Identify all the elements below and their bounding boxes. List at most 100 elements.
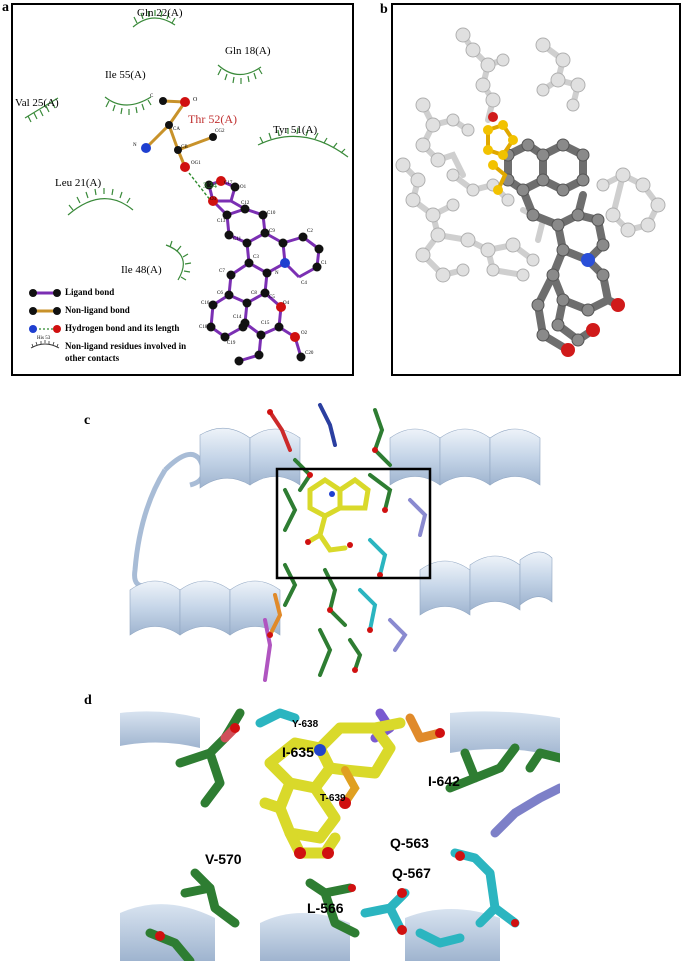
atom-label-o3: O3	[210, 197, 217, 202]
atom-label-c18: C18	[199, 325, 208, 330]
atom-label-thr-cb: CB	[181, 145, 188, 150]
ligand-n-atom	[280, 258, 290, 268]
residue-label-i635: I-635	[282, 744, 314, 760]
residue-sticks-d	[145, 708, 560, 961]
panel-a-ligplot: Gln 22(A) Gln 18(A) Ile 55(A) Val 25(A) …	[11, 3, 354, 376]
panel-b-3d-model	[391, 3, 681, 376]
panel-label-b: b	[380, 2, 388, 17]
residue-label-gln18: Gln 18(A)	[225, 45, 271, 57]
atom-label-o2: O2	[301, 331, 308, 336]
atom-label-c9: C9	[269, 229, 275, 234]
ligand-oxygen-1	[611, 298, 625, 312]
residue-label-i642: I-642	[428, 773, 460, 789]
top-helix-d	[120, 711, 560, 758]
ligand-atoms	[501, 138, 610, 347]
arc-tyr51	[257, 127, 349, 158]
ligand-o4-atom	[276, 302, 286, 312]
panel-label-a: a	[2, 0, 9, 15]
residue-label-t639: T-639	[320, 793, 346, 804]
residue-label-ile55: Ile 55(A)	[105, 69, 146, 81]
residue-label-tyr51: Tyr 51(A)	[273, 124, 318, 136]
atom-label-c5: C5	[269, 295, 275, 300]
atom-label-c16: C16	[201, 301, 210, 306]
atom-label-c15: C15	[261, 321, 270, 326]
atom-label-c2: C2	[307, 229, 313, 234]
hbond-line	[188, 172, 212, 202]
loop-coil	[132, 468, 168, 589]
ligand-o2-atom	[290, 332, 300, 342]
atom-label-thr-c: C	[150, 94, 154, 99]
atom-label-n: N	[275, 271, 279, 276]
atom-label-c20: C20	[305, 351, 314, 356]
ligand-o1-atom	[208, 196, 218, 206]
atom-label-thr-cg2: CG2	[215, 129, 225, 134]
residue-label-gln22: Gln 22(A)	[137, 7, 183, 19]
atom-label-c1: C1	[321, 261, 327, 266]
atom-label-c14: C14	[233, 315, 242, 320]
thr52-bonds	[144, 99, 214, 168]
bottom-helix	[129, 551, 553, 636]
atom-label-c12: C12	[241, 201, 250, 206]
ligand-nitrogen-d	[314, 744, 326, 756]
atom-label-c4: C4	[301, 281, 307, 286]
residue-atoms	[395, 27, 666, 283]
thr-og1-atom	[180, 162, 190, 172]
ligand-n-c	[329, 491, 335, 497]
ligplot-diagram	[24, 10, 349, 366]
thr-n-atom	[141, 143, 151, 153]
protein-helix-view	[129, 403, 553, 682]
ligand-yellow-d	[259, 717, 406, 859]
legend-contact-key: His 53	[37, 336, 51, 341]
legend-symbols	[29, 289, 61, 349]
ligand-oxygen-3	[561, 343, 575, 357]
top-helix	[199, 427, 541, 489]
thr-ca-atom	[165, 121, 173, 129]
atom-label-c8: C8	[251, 291, 257, 296]
arc-ile55	[104, 96, 152, 115]
thr-cb-atom	[174, 146, 182, 154]
atom-label-c7: C7	[219, 269, 225, 274]
atom-label-thr-o: O	[193, 97, 198, 103]
hbond-length-label: 3.34	[203, 181, 217, 190]
panel-label-c: c	[84, 413, 91, 428]
arc-val25	[24, 97, 59, 123]
oxygen-dots-c	[267, 409, 388, 673]
arc-leu21	[67, 188, 134, 216]
ligand-nitrogen	[581, 253, 595, 267]
atom-label-c3: C3	[253, 255, 259, 260]
legend-non-ligand-bond: Non-ligand bond	[65, 305, 130, 315]
residue-sticks-c	[263, 403, 428, 682]
ligand-oxygen-2	[586, 323, 600, 337]
yellow-residue-oxygen	[488, 112, 498, 122]
legend-non-ligand-residues: Non-ligand residues involved in	[65, 341, 187, 351]
binding-site-zoom	[120, 708, 560, 961]
atom-label-c10: C10	[267, 211, 276, 216]
t639-side-chain	[341, 766, 360, 807]
atom-label-thr-og1: OG1	[191, 161, 201, 166]
ligand-o3-atom	[216, 176, 226, 186]
panel-d-zoom-view: Y-638 I-635 T-639 I-642 V-570 Q-563 Q-56…	[120, 708, 560, 961]
residue-label-leu21: Leu 21(A)	[55, 177, 102, 189]
atom-label-c17: C17	[224, 181, 233, 186]
yellow-atoms	[483, 120, 518, 195]
thr-o-atom	[180, 97, 190, 107]
residue-label-y638: Y-638	[292, 719, 319, 730]
atom-label-c6: C6	[217, 291, 223, 296]
panel-c-protein-complex	[120, 390, 560, 690]
residue-label-ile48: Ile 48(A)	[121, 264, 162, 276]
thr-cg2-atom	[209, 133, 217, 141]
ligand-yellow-c	[305, 476, 371, 553]
atom-label-c19: C19	[227, 341, 236, 346]
atom-label-thr-ca: CA	[173, 127, 180, 132]
arc-ile48	[165, 240, 192, 281]
residue-label-q567: Q-567	[392, 865, 431, 881]
ball-stick-model	[395, 27, 666, 357]
thr-c-atom	[159, 97, 167, 105]
residue-label-q563: Q-563	[390, 835, 429, 851]
legend-other-contacts: other contacts	[65, 353, 120, 363]
atom-label-o1: O1	[240, 185, 247, 190]
legend-ligand-bond: Ligand bond	[65, 287, 115, 297]
atom-label-c13: C13	[217, 219, 226, 224]
thr52-label: Thr 52(A)	[188, 112, 237, 126]
arc-gln18	[217, 64, 263, 84]
